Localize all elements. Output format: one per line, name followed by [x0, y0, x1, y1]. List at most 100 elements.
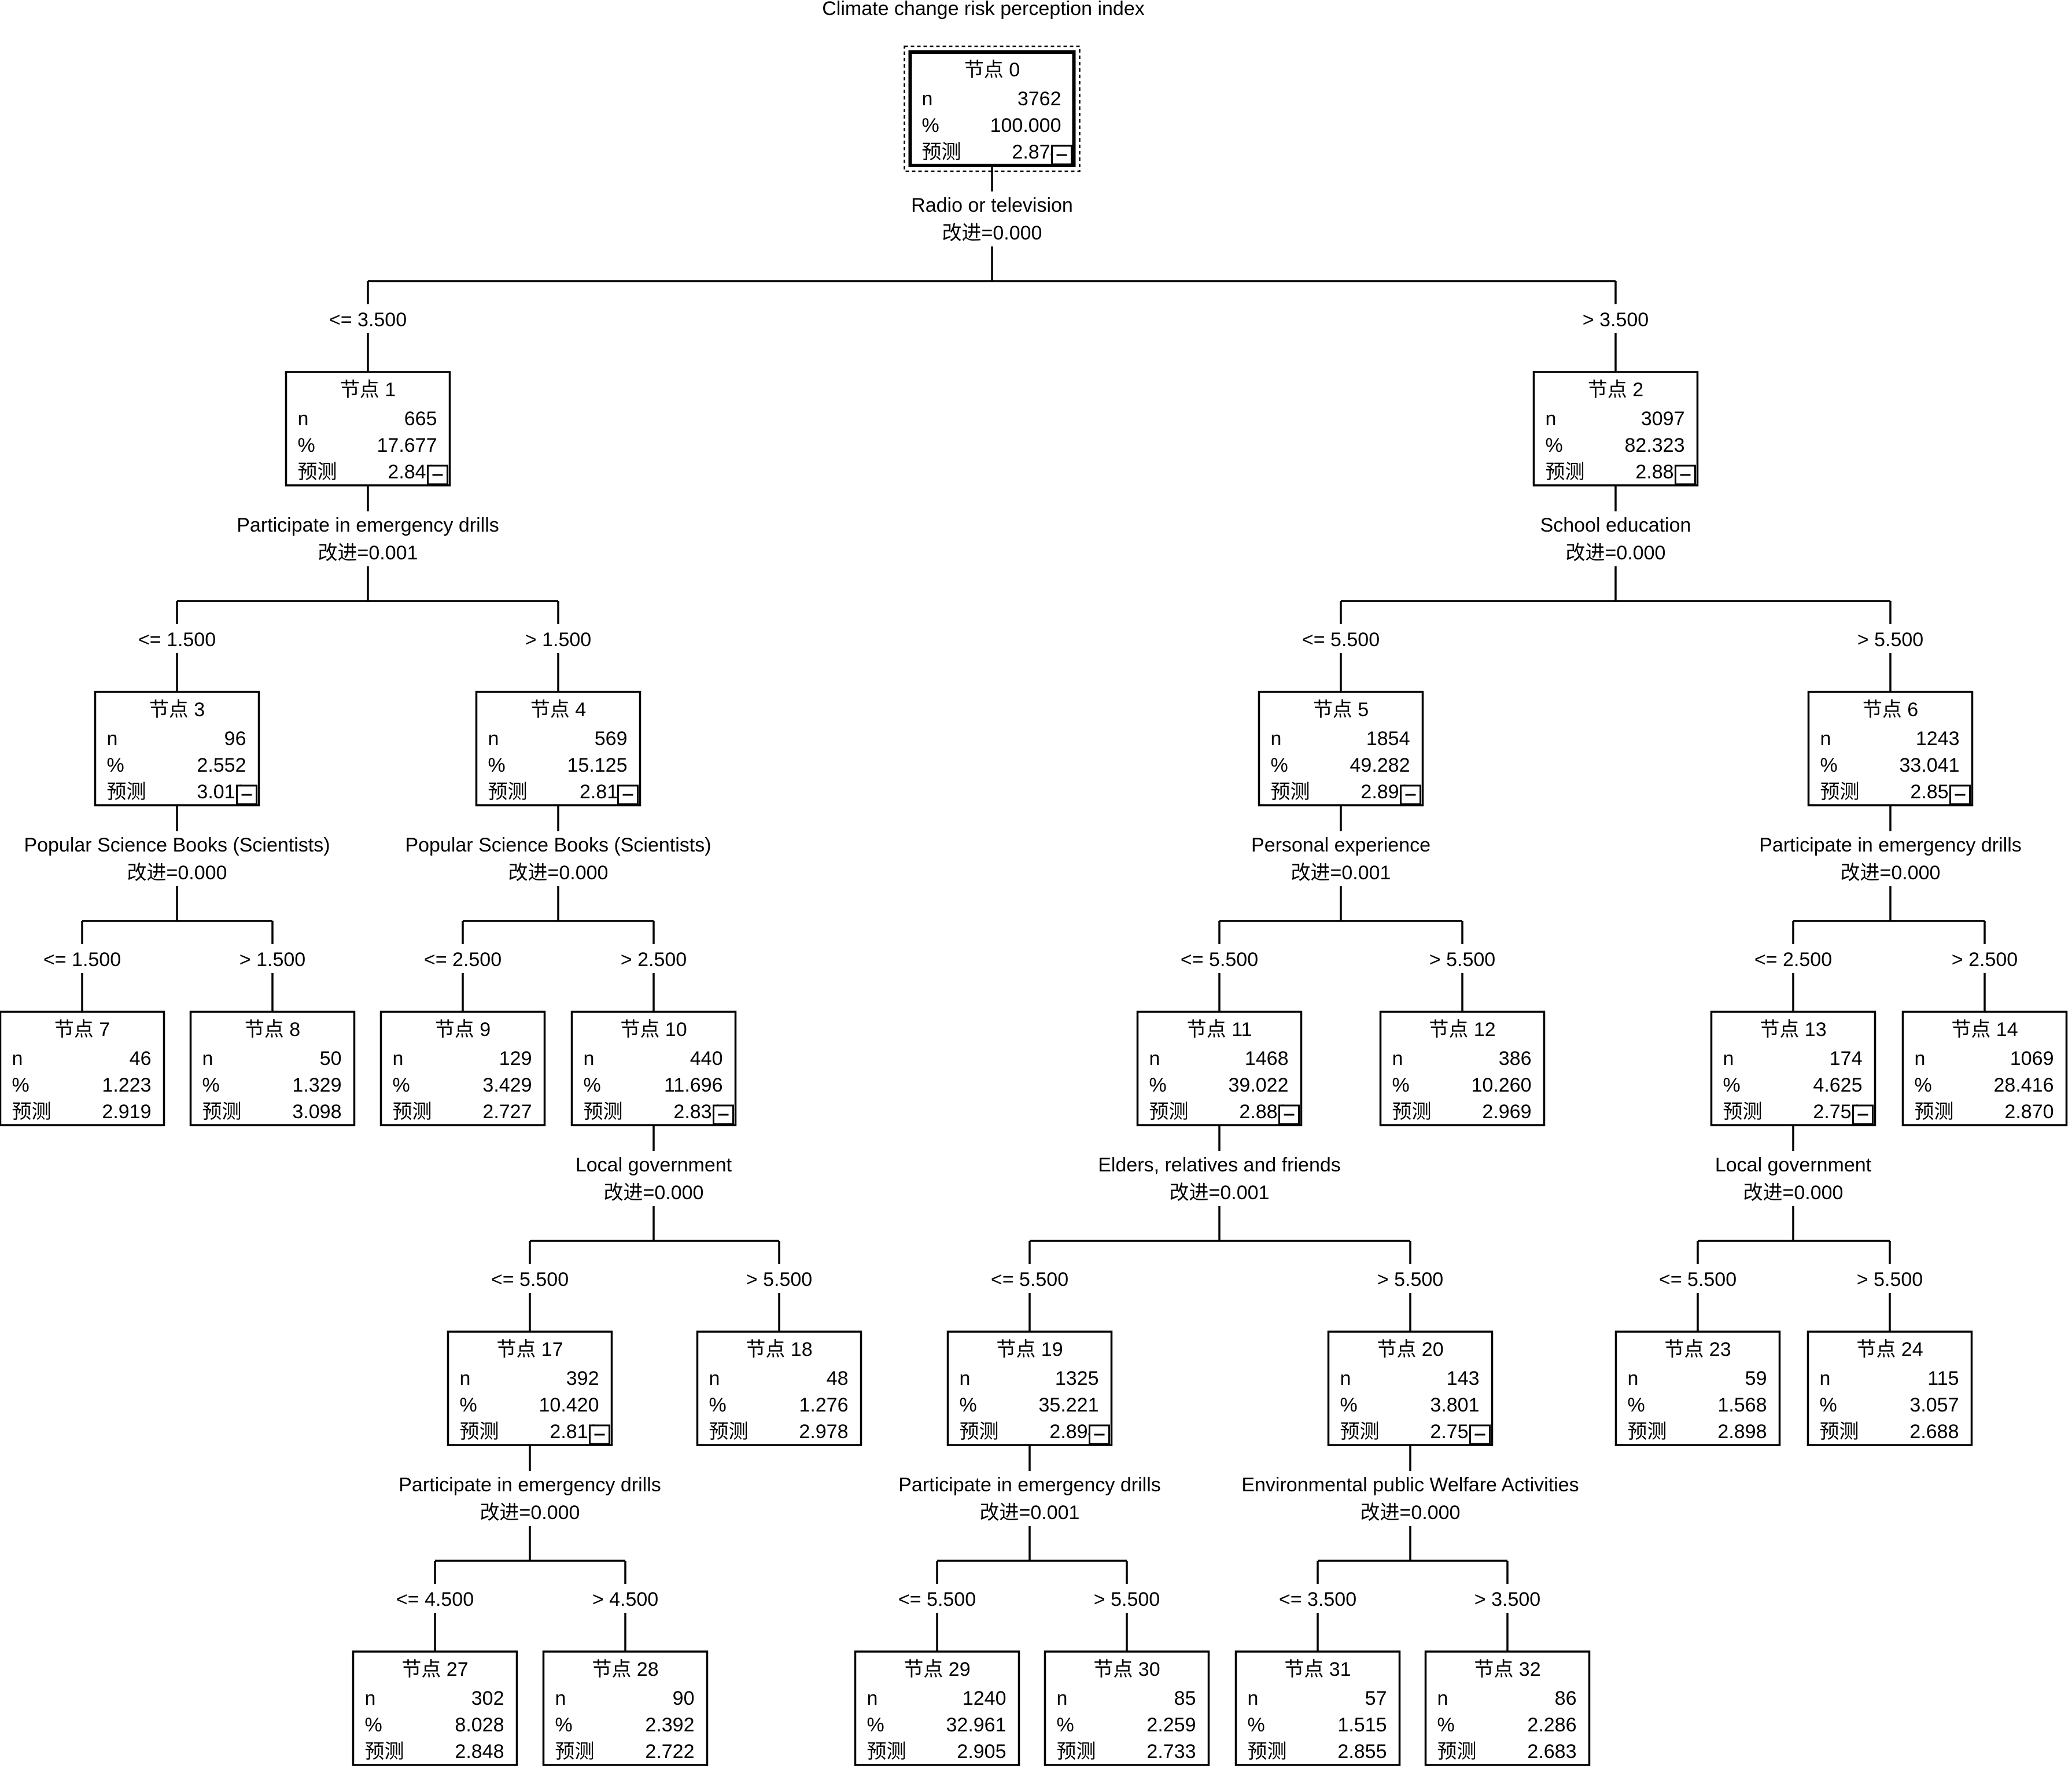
stat-label: %: [1248, 1714, 1265, 1736]
stat-value: 2.727: [482, 1101, 532, 1123]
stat-value: 2.898: [1717, 1421, 1767, 1443]
node-box: [475, 691, 641, 806]
stat-value: 2.286: [1527, 1714, 1576, 1736]
stat-label: n: [202, 1048, 213, 1070]
node-box: [1327, 1331, 1494, 1446]
split-20: [1317, 1445, 1509, 1652]
edge-label-right: > 5.500: [1857, 629, 1923, 651]
stat-value: 3.057: [1909, 1394, 1959, 1416]
stat-value: 28.416: [1994, 1074, 2054, 1096]
edge-label-right: > 4.500: [592, 1589, 658, 1610]
stat-label: 预测: [460, 1421, 499, 1443]
stat-value: 1.223: [102, 1074, 151, 1096]
node-title: 节点 20: [1377, 1339, 1443, 1361]
collapse-toggle-icon[interactable]: [589, 1424, 610, 1445]
split-improvement: 改进=0.001: [1291, 862, 1391, 884]
stat-label: %: [1392, 1074, 1410, 1096]
node-title: 节点 9: [435, 1019, 491, 1041]
collapse-toggle-icon[interactable]: [1949, 784, 1971, 805]
stat-value: 1854: [1366, 728, 1410, 750]
edge-label-right: > 5.500: [746, 1269, 812, 1291]
edge-label-right: > 1.500: [239, 949, 305, 971]
split-3: [81, 805, 274, 1012]
split-4: [462, 805, 655, 1012]
stat-value: 665: [404, 408, 437, 430]
collapse-toggle-icon[interactable]: [1852, 1104, 1874, 1125]
split-variable: School education: [1540, 514, 1691, 536]
node-title: 节点 28: [592, 1659, 658, 1680]
split-improvement: 改进=0.001: [980, 1502, 1080, 1524]
collapse-toggle-icon[interactable]: [617, 784, 639, 805]
split-0: [367, 165, 1617, 372]
split-17: [434, 1445, 626, 1652]
node-title: 节点 30: [1093, 1659, 1160, 1680]
edge-label-left: <= 5.500: [898, 1589, 976, 1610]
collapse-toggle-icon[interactable]: [236, 784, 257, 805]
stat-label: %: [1820, 1394, 1837, 1416]
split-variable: Elders, relatives and friends: [1098, 1154, 1341, 1176]
collapse-toggle-icon[interactable]: [1089, 1424, 1110, 1445]
split-improvement: 改进=0.000: [127, 862, 227, 884]
stat-label: %: [365, 1714, 382, 1736]
stat-value: 57: [1365, 1687, 1387, 1709]
stat-value: 2.978: [799, 1421, 848, 1443]
node-box: [1710, 1011, 1876, 1126]
stat-label: n: [12, 1048, 23, 1070]
stat-label: 预测: [1546, 461, 1585, 483]
page-title: Climate change risk perception index: [822, 0, 1145, 20]
collapse-toggle-icon[interactable]: [1051, 145, 1072, 165]
stat-label: n: [393, 1048, 404, 1070]
stat-value: 50: [320, 1048, 342, 1070]
stat-label: 预测: [960, 1421, 999, 1443]
stat-label: %: [12, 1074, 30, 1096]
edge-label-right: > 5.500: [1377, 1269, 1443, 1291]
stat-label: %: [1628, 1394, 1645, 1416]
edge-label-left: <= 5.500: [991, 1269, 1068, 1291]
stat-value: 2.870: [2004, 1101, 2053, 1123]
edge-label-right: > 2.500: [1952, 949, 2018, 971]
stat-value: 2.905: [957, 1741, 1006, 1763]
stat-label: %: [1340, 1394, 1358, 1416]
split-5: [1218, 805, 1463, 1012]
stat-value: 1.515: [1337, 1714, 1387, 1736]
stat-value: 32.961: [946, 1714, 1006, 1736]
stat-label: 预测: [365, 1741, 404, 1763]
split-variable: Participate in emergency drills: [1759, 834, 2022, 856]
node-title: 节点 14: [1951, 1019, 2018, 1041]
edge-label-left: <= 2.500: [1754, 949, 1832, 971]
collapse-toggle-icon[interactable]: [427, 465, 448, 485]
edge-label-right: > 3.500: [1583, 309, 1649, 331]
stat-value: 8.028: [455, 1714, 504, 1736]
collapse-toggle-icon[interactable]: [1675, 465, 1696, 485]
stat-value: 86: [1555, 1687, 1577, 1709]
node-title: 节点 8: [245, 1019, 300, 1041]
stat-value: 59: [1745, 1368, 1767, 1390]
collapse-toggle-icon[interactable]: [713, 1104, 734, 1125]
selected-node-outline: [904, 45, 1081, 172]
collapse-toggle-icon[interactable]: [1469, 1424, 1491, 1445]
stat-value: 2.259: [1146, 1714, 1196, 1736]
tree-connectors: [81, 165, 1986, 1652]
stat-label: n: [1723, 1048, 1734, 1070]
stat-value: 96: [224, 728, 246, 750]
stat-value: 10.260: [1472, 1074, 1532, 1096]
stat-label: n: [1149, 1048, 1160, 1070]
collapse-toggle-icon[interactable]: [1278, 1104, 1300, 1125]
stat-value: 3.801: [1430, 1394, 1479, 1416]
split-11: [1028, 1125, 1411, 1332]
stat-value: 143: [1447, 1368, 1480, 1390]
collapse-toggle-icon[interactable]: [1400, 784, 1421, 805]
stat-value: 3.429: [482, 1074, 532, 1096]
stat-value: 2.848: [455, 1741, 504, 1763]
stat-label: %: [867, 1714, 884, 1736]
stat-value: 1325: [1055, 1368, 1099, 1390]
split-13: [1697, 1125, 1891, 1332]
